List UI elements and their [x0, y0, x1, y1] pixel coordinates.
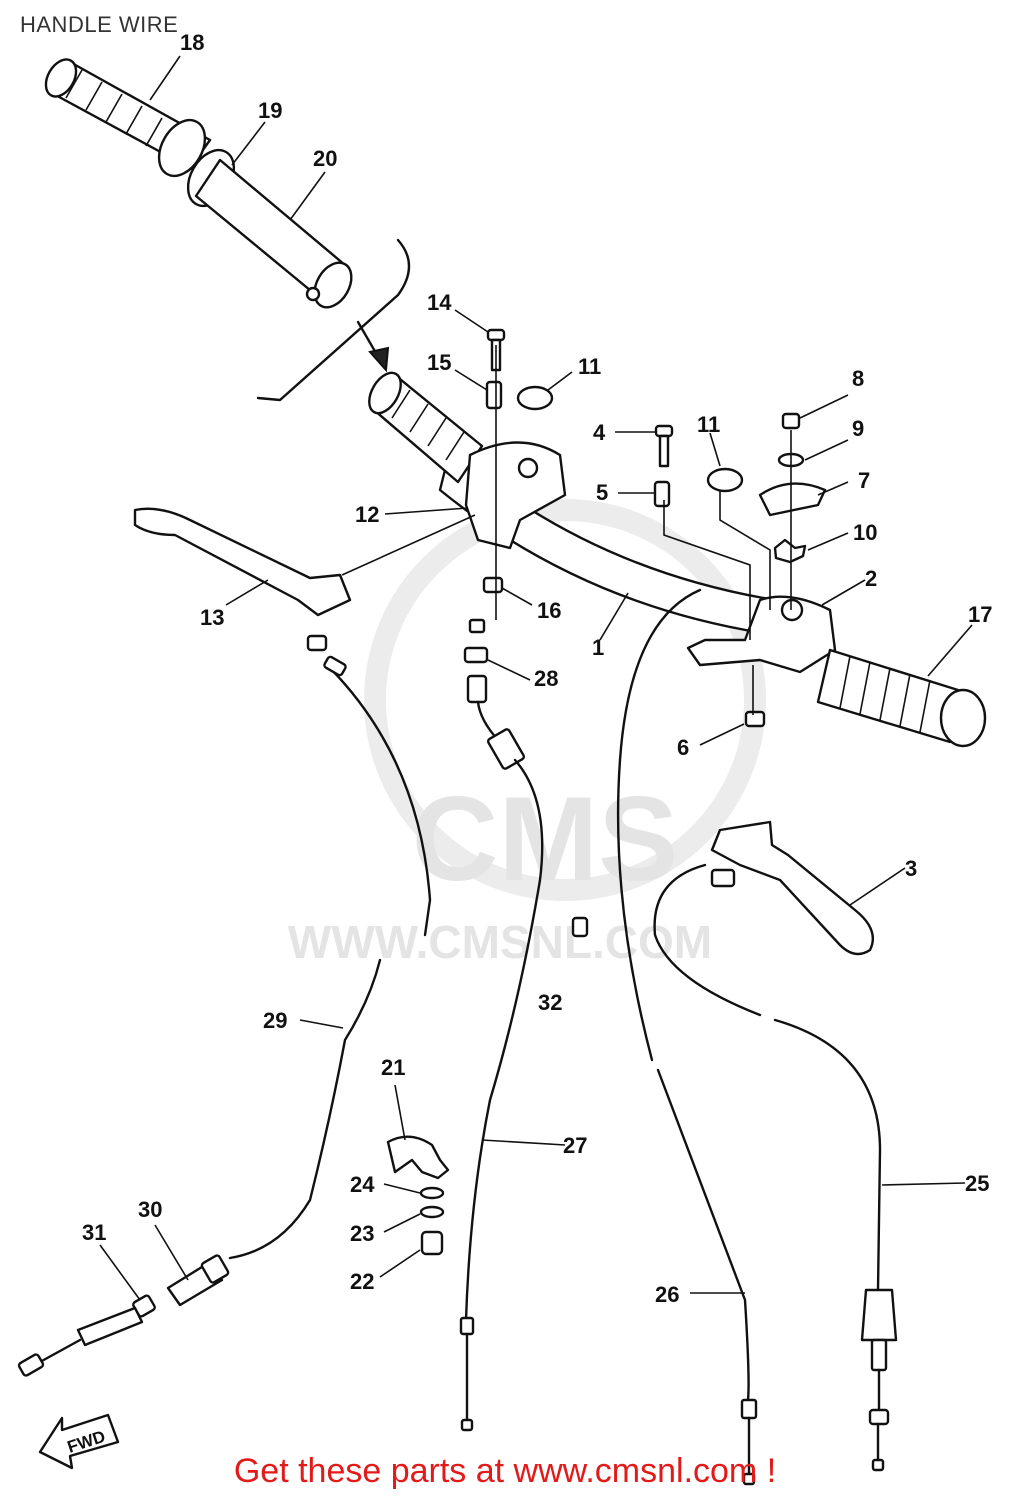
callout-11-left: 11: [578, 354, 601, 379]
callout-29: 29: [263, 1008, 287, 1033]
callout-17: 17: [968, 602, 992, 627]
throttle-tube-20: [194, 158, 353, 309]
cable-27: [459, 618, 544, 1432]
nut-6: [744, 710, 766, 728]
inset-bracket: [256, 238, 411, 402]
lever-3-adjuster: [710, 868, 736, 888]
callout-16: 16: [537, 598, 561, 623]
lever-holder-12: [464, 441, 567, 550]
right-grip-17: [816, 648, 987, 748]
callout-5: 5: [596, 480, 608, 505]
callout-15: 15: [427, 350, 451, 375]
callout-13: 13: [200, 605, 224, 630]
lever-13-nipple: [306, 634, 328, 652]
callout-4: 4: [593, 420, 606, 445]
forward-arrow: FWD: [38, 1413, 120, 1470]
callout-26: 26: [655, 1282, 679, 1307]
left-grip-on-bar: [368, 371, 484, 484]
callout-7: 7: [858, 468, 870, 493]
holder-12-hole: [517, 457, 539, 479]
callout-1: 1: [592, 635, 604, 660]
collar-15: [485, 380, 503, 410]
callout-23: 23: [350, 1221, 374, 1246]
washer-23: [419, 1205, 445, 1219]
grip-18: [44, 58, 212, 178]
callout-24: 24: [350, 1172, 375, 1197]
footer-link-text: Get these parts at www.cmsnl.com !: [233, 1452, 777, 1490]
cable-25: [653, 863, 898, 1472]
collar-5: [653, 480, 671, 508]
cable-29: [228, 655, 432, 1260]
callout-11-right: 11: [697, 412, 720, 437]
callout-10: 10: [853, 520, 877, 545]
callout-9: 9: [852, 416, 864, 441]
screw-8: [781, 412, 801, 430]
watermark: CMS WWW.CMSNL.COM: [288, 499, 766, 968]
callout-20: 20: [313, 146, 337, 171]
clamp-21: [386, 1135, 450, 1180]
holder-2-hole: [780, 598, 804, 622]
callout-6: 6: [677, 735, 689, 760]
callout-8: 8: [852, 366, 864, 391]
nut-31-assembly: [17, 1294, 156, 1377]
assembly-line-13: [341, 514, 476, 576]
callout-14: 14: [427, 290, 452, 315]
cap-11-left: [516, 385, 554, 411]
callout-28: 28: [534, 666, 558, 691]
nut-16: [482, 576, 504, 594]
callout-31: 31: [82, 1220, 106, 1245]
adjuster-30: [166, 1254, 230, 1307]
diagram-title: HANDLE WIRE: [20, 12, 179, 37]
washer-24: [419, 1186, 445, 1200]
bolt-22: [420, 1230, 444, 1256]
callout-19: 19: [258, 98, 282, 123]
watermark-logo-text: CMS: [412, 772, 679, 906]
nut-10: [773, 538, 807, 564]
cap-11-right: [706, 467, 744, 493]
screw-4: [654, 424, 674, 468]
callouts: 18 19 20 14 15 11 11 8 9 4 5 7 10 2 17 1…: [82, 30, 992, 1307]
callout-27: 27: [563, 1133, 587, 1158]
inset-arrow-head: [368, 346, 390, 373]
clip-32: [571, 916, 589, 938]
callout-12: 12: [355, 502, 379, 527]
callout-2: 2: [865, 566, 877, 591]
cover-7: [758, 482, 827, 517]
cable-26: [616, 588, 758, 1486]
assembly-line-4: [663, 500, 751, 640]
callout-21: 21: [381, 1055, 405, 1080]
callout-22: 22: [350, 1269, 374, 1294]
callout-32: 32: [538, 990, 562, 1015]
callout-25: 25: [965, 1171, 989, 1196]
callout-3: 3: [905, 856, 917, 881]
watermark-url-text: WWW.CMSNL.COM: [288, 916, 712, 968]
assembly-line-11: [719, 490, 771, 610]
lever-13: [133, 507, 352, 617]
lever-3: [710, 820, 875, 956]
callout-30: 30: [138, 1197, 162, 1222]
leader-lines: [99, 55, 973, 1301]
callout-18: 18: [180, 30, 204, 55]
